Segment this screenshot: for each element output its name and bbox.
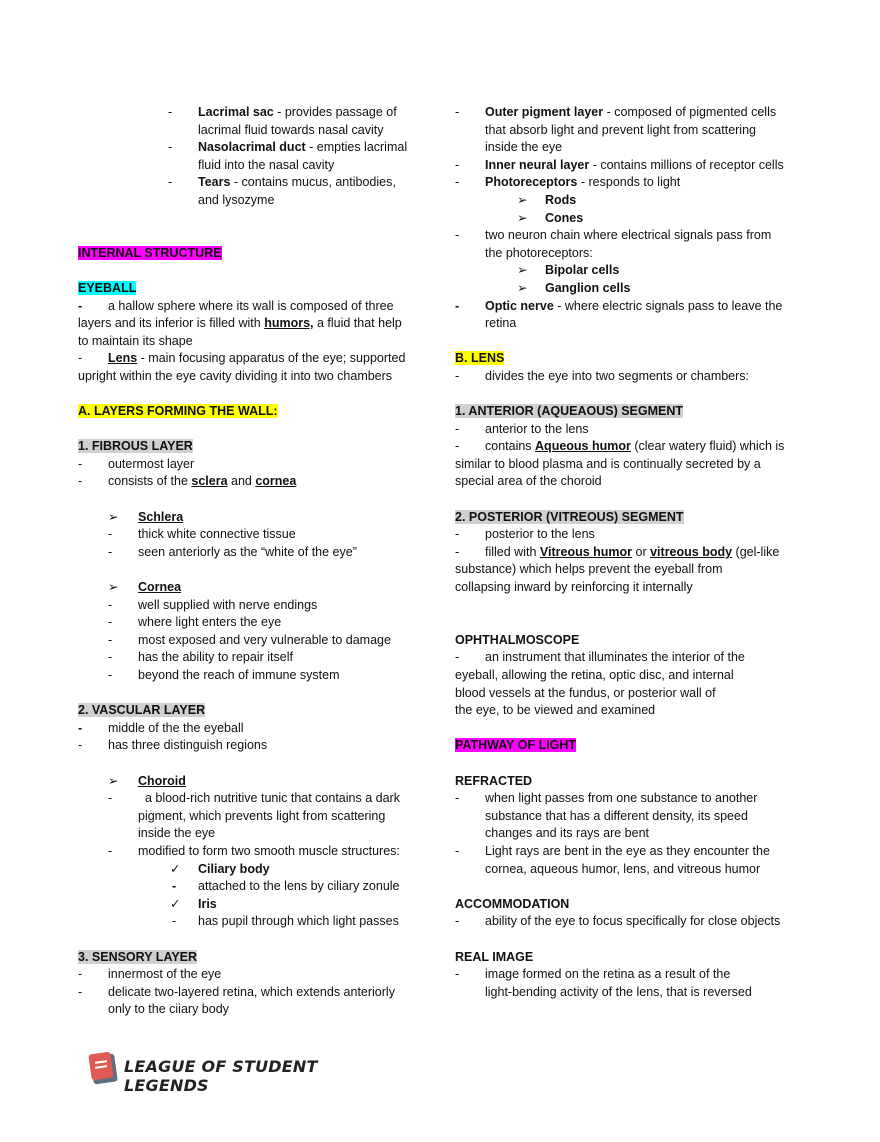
list-item: -well supplied with nerve endings [108,597,318,612]
section-heading: OPHTHALMOSCOPE [455,632,580,647]
list-item: ➢Bipolar cells [455,262,805,280]
section-heading: ACCOMMODATION [455,896,570,911]
footer-logo: LEAGUE OF STUDENT LEGENDS [88,1049,348,1095]
section-heading: EYEBALL [78,280,137,295]
section-heading: REFRACTED [455,773,533,788]
arrow-bullet-icon: ➢ [517,280,528,295]
list-item: -has the ability to repair itself [108,650,293,665]
section-heading: REAL IMAGE [455,949,534,964]
logo-text: LEAGUE OF STUDENT LEGENDS [124,1057,318,1095]
arrow-bullet-icon: ➢ [108,509,119,524]
list-item: -when light passes from one substance to… [455,791,758,806]
list-item: ➢Choroid [78,773,433,791]
list-item: -Light rays are bent in the eye as they … [455,843,770,858]
subsection-heading: 2. VASCULAR LAYER [78,703,206,718]
list-item: - Tears - contains mucus, antibodies, [168,175,396,190]
list-item: -two neuron chain where electrical signa… [455,228,772,243]
list-item: -contains Aqueous humor (clear watery fl… [455,439,785,454]
section-heading: B. LENS [455,351,505,366]
subsection-heading: 3. SENSORY LAYER [78,949,198,964]
subsection-heading: 1. FIBROUS LAYER [78,439,193,454]
list-item: -innermost of the eye [78,967,222,982]
list-item: - a blood-rich nutritive tunic that cont… [108,791,400,806]
list-item: - Nasolacrimal duct - empties lacrimal [168,140,408,155]
list-item: -Photoreceptors - responds to light [455,175,681,190]
list-item: - Lens - main focusing apparatus of the … [78,351,406,366]
list-item: ➢Ganglion cells [455,280,805,298]
list-item: -attached to the lens by ciliary zonule [172,879,400,894]
list-item: -Optic nerve - where electric signals pa… [455,298,783,313]
list-item: ✓Iris [78,896,433,914]
list-item: ➢Cones [455,210,805,228]
list-item: -posterior to the lens [455,527,595,542]
arrow-bullet-icon: ➢ [517,263,528,278]
list-item: ✓Ciliary body [78,861,433,879]
list-item: - thick white connective tissue [108,527,296,542]
book-icon [88,1051,118,1085]
list-item: -filled with Vitreous humor or vitreous … [455,544,780,559]
section-heading: INTERNAL STRUCTURE [78,245,222,260]
subsection-heading: 2. POSTERIOR (VITREOUS) SEGMENT [455,509,684,524]
list-item: -beyond the reach of immune system [108,668,340,682]
section-heading: PATHWAY OF LIGHT [455,738,577,753]
list-item: -anterior to the lens [455,421,589,436]
list-item: - outermost layer [78,456,195,471]
list-item: - seen anteriorly as the “white of the e… [108,544,357,559]
list-item: -has pupil through which light passes [172,914,399,929]
list-item: - a hallow sphere where its wall is comp… [78,298,394,313]
list-item: -Outer pigment layer - composed of pigme… [455,105,777,119]
list-item: -ability of the eye to focus specificall… [455,914,781,929]
list-item: -modified to form two smooth muscle stru… [108,843,400,858]
list-item: -delicate two-layered retina, which exte… [78,984,395,999]
arrow-bullet-icon: ➢ [517,210,528,225]
check-icon: ✓ [170,896,181,911]
list-item: -Inner neural layer - contains millions … [455,157,784,172]
list-item: ➢Schlera [78,509,433,527]
list-item: -an instrument that illuminates the inte… [455,650,745,665]
arrow-bullet-icon: ➢ [517,192,528,207]
left-column: - Lacrimal sac - provides passage of lac… [78,104,433,1019]
list-item: - consists of the sclera and cornea [78,474,297,489]
subsection-heading: 1. ANTERIOR (AQUEAOUS) SEGMENT [455,404,684,419]
arrow-bullet-icon: ➢ [108,580,119,595]
list-item: -divides the eye into two segments or ch… [455,368,750,383]
list-item: -middle of the the eyeball [78,720,244,735]
arrow-bullet-icon: ➢ [108,773,119,788]
list-item: -most exposed and very vulnerable to dam… [108,632,391,647]
list-item: ➢Rods [455,192,805,210]
list-item: - Lacrimal sac - provides passage of [168,105,397,119]
list-item: ➢Cornea [78,579,433,597]
list-item: -has three distinguish regions [78,738,268,753]
list-item: -image formed on the retina as a result … [455,967,731,982]
list-item: -where light enters the eye [108,615,282,630]
right-column: -Outer pigment layer - composed of pigme… [455,104,805,1001]
check-icon: ✓ [170,861,181,876]
section-heading: A. LAYERS FORMING THE WALL: [78,404,278,419]
